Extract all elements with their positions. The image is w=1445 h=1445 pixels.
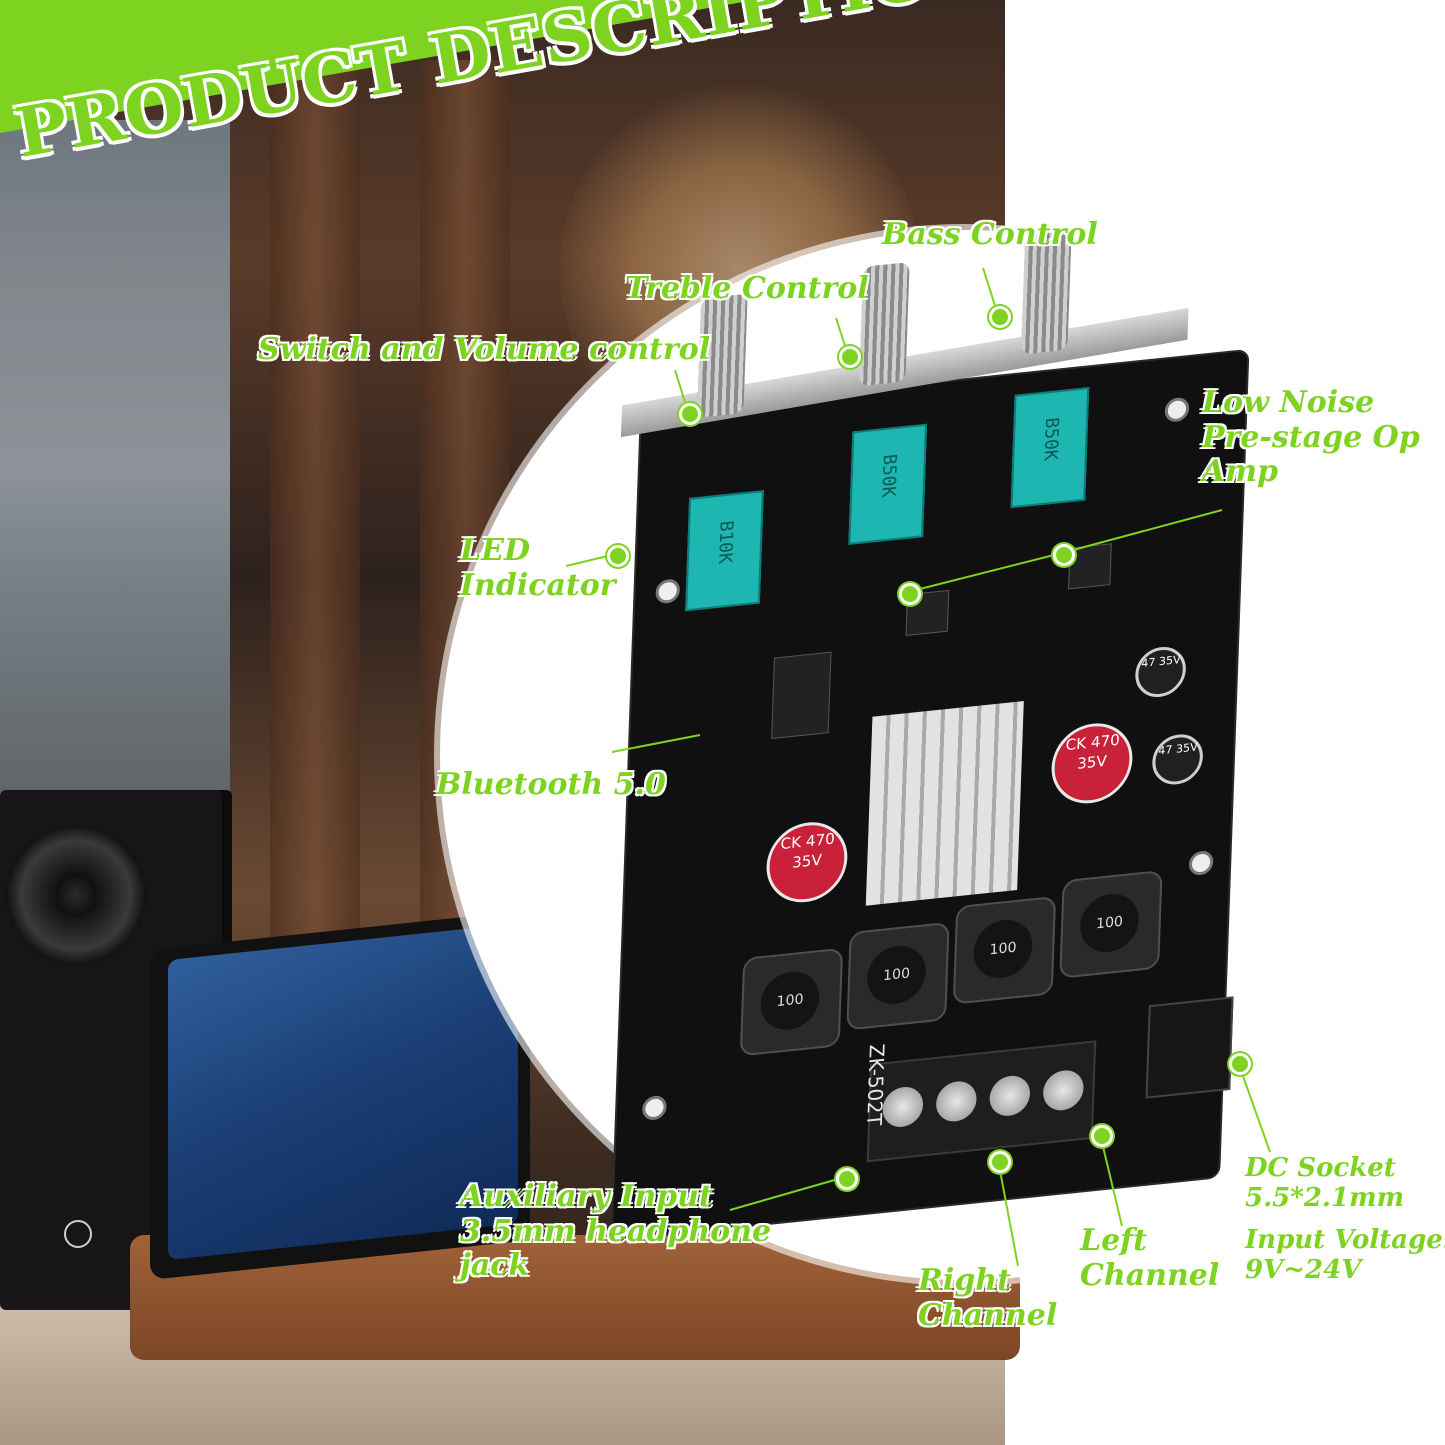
label-left-channel: Left Channel <box>1080 1223 1220 1293</box>
label-input-voltage: Input Voltage: 9V~24V <box>1245 1225 1445 1286</box>
callout-dot <box>989 1151 1011 1173</box>
label-line: Channel <box>1080 1257 1220 1293</box>
label-volume-control: Switch and Volume control <box>258 332 711 367</box>
callout-dot <box>679 403 701 425</box>
label-line: DC Socket <box>1245 1153 1396 1183</box>
label-bluetooth: Bluetooth 5.0 <box>436 767 666 802</box>
callout-dot <box>607 545 629 567</box>
callout-dot <box>839 346 861 368</box>
label-line: Auxiliary Input <box>460 1179 713 1214</box>
label-aux-input: Auxiliary Input 3.5mm headphone jack <box>460 1179 772 1284</box>
label-line: Low Noise <box>1202 385 1375 420</box>
label-line: Indicator <box>460 567 616 603</box>
callout-dot <box>1229 1053 1251 1075</box>
window <box>0 120 230 820</box>
callout-dot <box>1091 1125 1113 1147</box>
callout-dot <box>989 306 1011 328</box>
label-line: Amp <box>1202 454 1278 489</box>
curtain <box>270 60 360 960</box>
label-led-indicator: LED Indicator <box>460 533 616 603</box>
label-line: 9V~24V <box>1245 1254 1362 1285</box>
label-line: Pre-stage Op <box>1202 419 1420 455</box>
label-line: 3.5mm headphone <box>460 1213 772 1249</box>
label-dc-socket: DC Socket 5.5*2.1mm <box>1245 1153 1405 1214</box>
callout-dot <box>836 1168 858 1190</box>
label-line: jack <box>460 1248 530 1283</box>
label-line: LED <box>460 533 530 568</box>
label-line: 5.5*2.1mm <box>1245 1182 1405 1213</box>
label-right-channel: Right Channel <box>918 1263 1058 1333</box>
label-line: Input Voltage: <box>1245 1225 1445 1255</box>
label-bass-control: Bass Control <box>882 217 1098 252</box>
label-op-amp: Low Noise Pre-stage Op Amp <box>1202 385 1420 490</box>
speaker-cone <box>6 825 146 965</box>
callout-dot <box>1053 544 1075 566</box>
label-line: Channel <box>918 1297 1058 1333</box>
label-line: Left <box>1080 1223 1147 1258</box>
callout-dot <box>899 583 921 605</box>
label-treble-control: Treble Control <box>625 271 869 306</box>
label-line: Right <box>918 1263 1011 1298</box>
power-icon <box>64 1220 92 1248</box>
